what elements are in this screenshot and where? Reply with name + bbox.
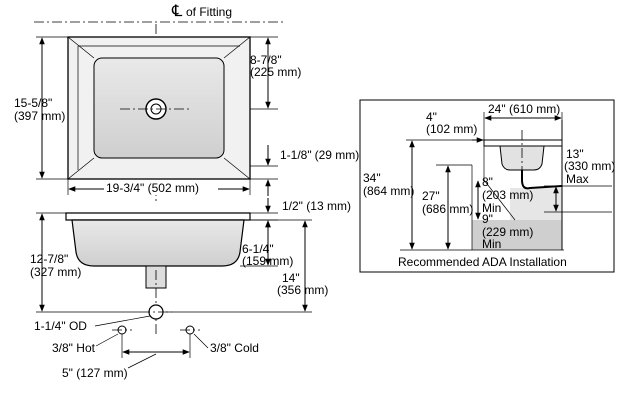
ada-installation-panel: 24" (610 mm) 4" (102 mm) 34" (864 mm) 27… xyxy=(359,99,615,273)
ada-floor-zone xyxy=(472,220,562,250)
side-view: 1/2" (13 mm) 12-7/8" (327 mm) 6-1/4" (15… xyxy=(30,198,351,380)
centerline-label: of Fitting xyxy=(186,5,232,19)
bowl-depth-in: 6-1/4" xyxy=(242,242,274,256)
ada-offset-mm: (102 mm) xyxy=(426,122,477,136)
height-in: 12-7/8" xyxy=(30,252,68,266)
depth-in: 8-7/8" xyxy=(250,53,282,67)
ada-toe2-mm: (229 mm) xyxy=(482,225,533,239)
hot-supply-label: 3/8" Hot xyxy=(52,341,96,355)
height-mm: (327 mm) xyxy=(30,265,81,279)
drain-od: 1-1/4" OD xyxy=(34,319,87,333)
sink-side-bowl xyxy=(71,219,245,267)
cold-supply-label: 3/8" Cold xyxy=(210,341,259,355)
bowl-depth-mm: (159 mm) xyxy=(242,254,293,268)
supply-spacing: 5" (127 mm) xyxy=(62,366,128,380)
ada-pipe-in: 13" xyxy=(566,147,584,161)
ada-pipe-mm: (330 mm) xyxy=(564,159,615,173)
length-mm: (397 mm) xyxy=(14,109,65,123)
ada-toe1-min: Min xyxy=(482,201,501,215)
ada-caption: Recommended ADA Installation xyxy=(398,255,567,269)
ada-toe1-in: 8" xyxy=(482,175,493,189)
length-in: 15-5/8" xyxy=(14,96,52,110)
drain-mm: (356 mm) xyxy=(277,283,328,297)
ada-offset-in: 4" xyxy=(426,110,437,124)
ada-toe2-in: 9" xyxy=(482,212,493,226)
ada-height-mm: (864 mm) xyxy=(363,184,414,198)
drain-in: 14" xyxy=(282,271,300,285)
ada-pipe-max: Max xyxy=(566,172,589,186)
ada-height-in: 34" xyxy=(363,171,381,185)
ada-toe2-min: Min xyxy=(482,237,501,251)
ada-knee-in: 27" xyxy=(422,189,440,203)
ada-countertop xyxy=(483,139,563,147)
depth-mm: (225 mm) xyxy=(250,65,301,79)
centerline-symbol: ℄ xyxy=(171,3,183,20)
ada-width: 24" (610 mm) xyxy=(488,102,560,116)
ada-trap-icon xyxy=(521,170,563,190)
ada-knee-mm: (686 mm) xyxy=(422,202,473,216)
ada-toe1-mm: (203 mm) xyxy=(482,188,533,202)
rim-dimension: 1-1/8"(29 mm) xyxy=(280,148,359,162)
sink-side-rim xyxy=(65,212,251,221)
width-dimension: 19-3/4" (502 mm) xyxy=(106,181,199,195)
top-view: ℄ of Fitting 8-7/8" (225 mm) 15-5/8" (39… xyxy=(14,3,359,204)
rim-height: 1/2" (13 mm) xyxy=(282,199,351,213)
